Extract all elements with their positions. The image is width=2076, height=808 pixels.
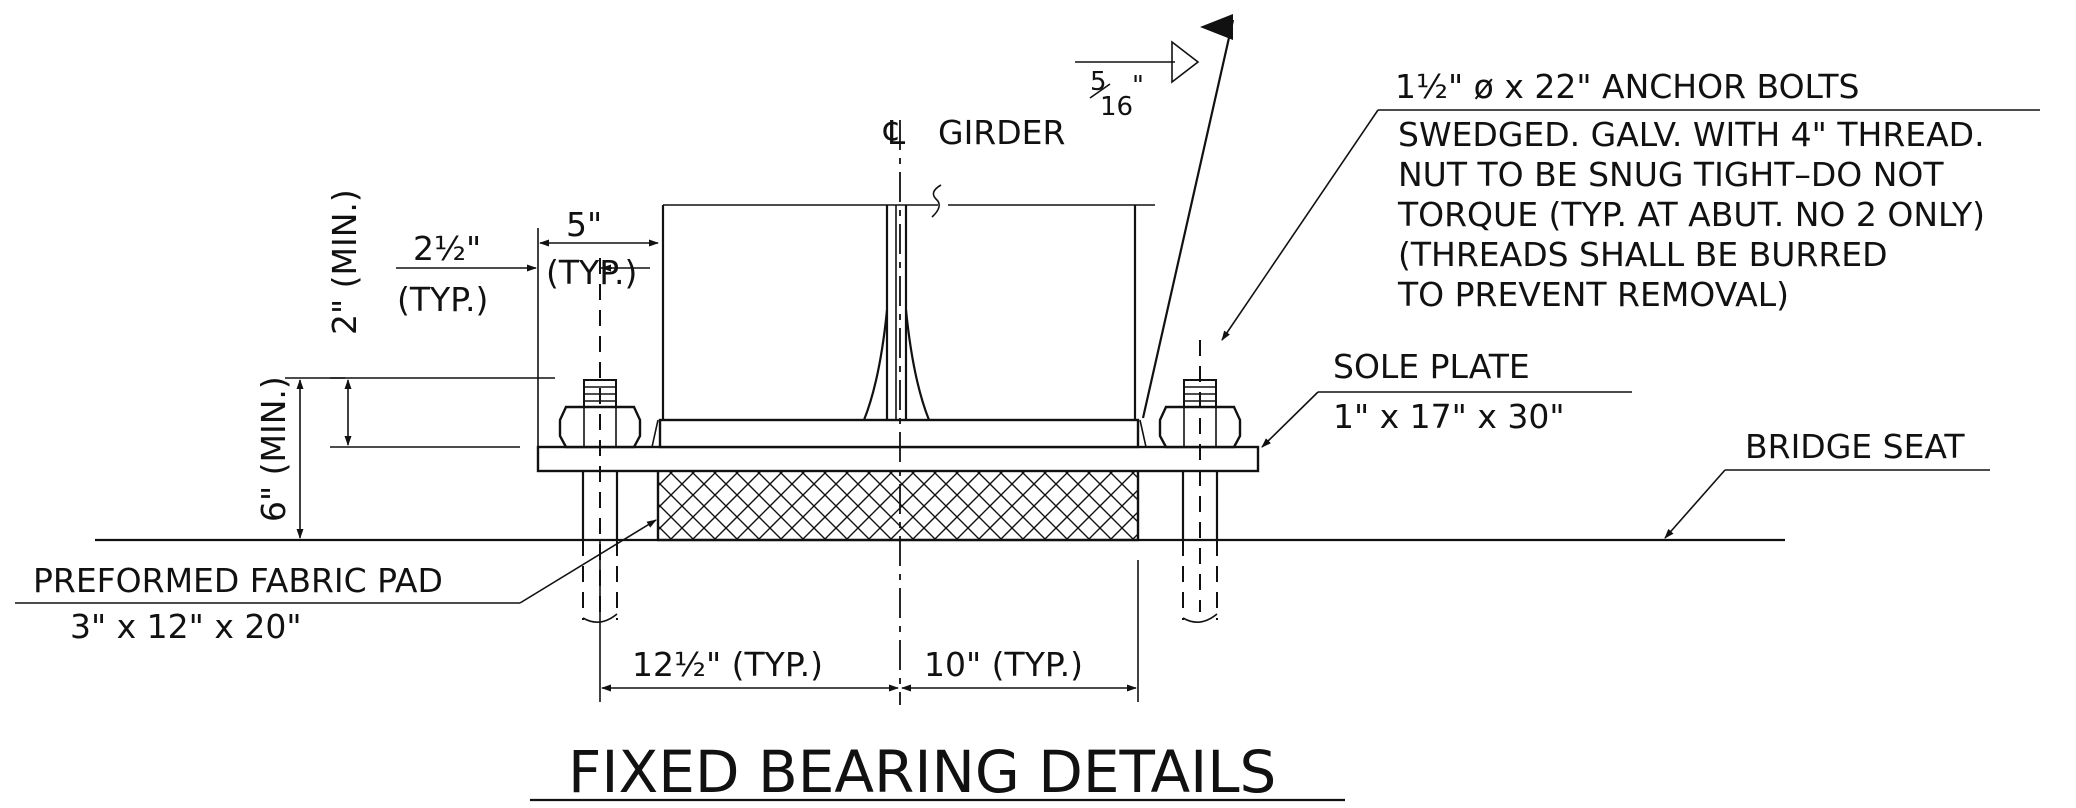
- sole-plate-size: 1" x 17" x 30": [1333, 397, 1565, 436]
- dim-6min-label: 6" (MIN.): [254, 376, 293, 522]
- title-text: FIXED BEARING DETAILS: [568, 738, 1276, 806]
- weld-size-denominator: 16: [1100, 92, 1133, 122]
- dimension-6-min: 6" (MIN.): [254, 376, 345, 539]
- weld-size-unit: ": [1132, 71, 1144, 101]
- dimension-2-min: 2" (MIN.): [325, 189, 555, 448]
- dim-2min-label: 2" (MIN.): [325, 189, 364, 335]
- girder-bottom-flange: [658, 418, 1140, 449]
- bridge-seat-note: BRIDGE SEAT: [1664, 427, 1990, 539]
- dimension-5-typ: 5" (TYP.): [537, 205, 659, 446]
- right-anchor-bolt: [1158, 340, 1242, 623]
- anchor-bolts-line-5: (THREADS SHALL BE BURRED: [1398, 235, 1888, 274]
- fabric-pad-note: PREFORMED FABRIC PAD 3" x 12" x 20": [15, 519, 657, 646]
- sole-plate-label: SOLE PLATE: [1333, 347, 1530, 386]
- sole-plate-note: SOLE PLATE 1" x 17" x 30": [1261, 347, 1632, 448]
- anchor-bolts-line-1: 1½" ø x 22" ANCHOR BOLTS: [1395, 67, 1860, 106]
- girder-label: GIRDER: [938, 113, 1065, 152]
- dim-2half-typ-label: (TYP.): [397, 280, 488, 319]
- sole-plate: [536, 445, 1260, 473]
- dim-10-label: 10" (TYP.): [924, 645, 1083, 684]
- fabric-pad-label: PREFORMED FABRIC PAD: [33, 561, 443, 600]
- drawing-title: FIXED BEARING DETAILS: [530, 738, 1345, 806]
- dim-12half-label: 12½" (TYP.): [632, 645, 823, 684]
- dimension-2half-typ: 2½" (TYP.): [396, 229, 650, 319]
- dim-2half-label: 2½": [413, 229, 481, 268]
- weld-symbol: 5 16 ": [1075, 14, 1235, 419]
- girder-outline: [651, 184, 1155, 448]
- anchor-bolts-line-3: NUT TO BE SNUG TIGHT–DO NOT: [1398, 155, 1944, 194]
- fabric-pad: [656, 468, 1140, 542]
- dimension-bottom: 12½" (TYP.) 10" (TYP.): [599, 540, 1139, 702]
- anchor-bolts-note: 1½" ø x 22" ANCHOR BOLTS SWEDGED. GALV. …: [1221, 67, 2040, 341]
- dim-5-label: 5": [566, 205, 602, 244]
- bridge-seat-label: BRIDGE SEAT: [1745, 427, 1965, 466]
- anchor-bolts-line-6: TO PREVENT REMOVAL): [1397, 275, 1789, 314]
- fabric-pad-size: 3" x 12" x 20": [70, 607, 302, 646]
- left-anchor-bolt: [558, 258, 642, 623]
- anchor-bolts-line-2: SWEDGED. GALV. WITH 4" THREAD.: [1398, 115, 1985, 154]
- centerline-symbol: ℄: [883, 113, 905, 152]
- anchor-bolts-line-4: TORQUE (TYP. AT ABUT. NO 2 ONLY): [1397, 195, 1985, 234]
- dim-5-typ-label: (TYP.): [546, 253, 637, 292]
